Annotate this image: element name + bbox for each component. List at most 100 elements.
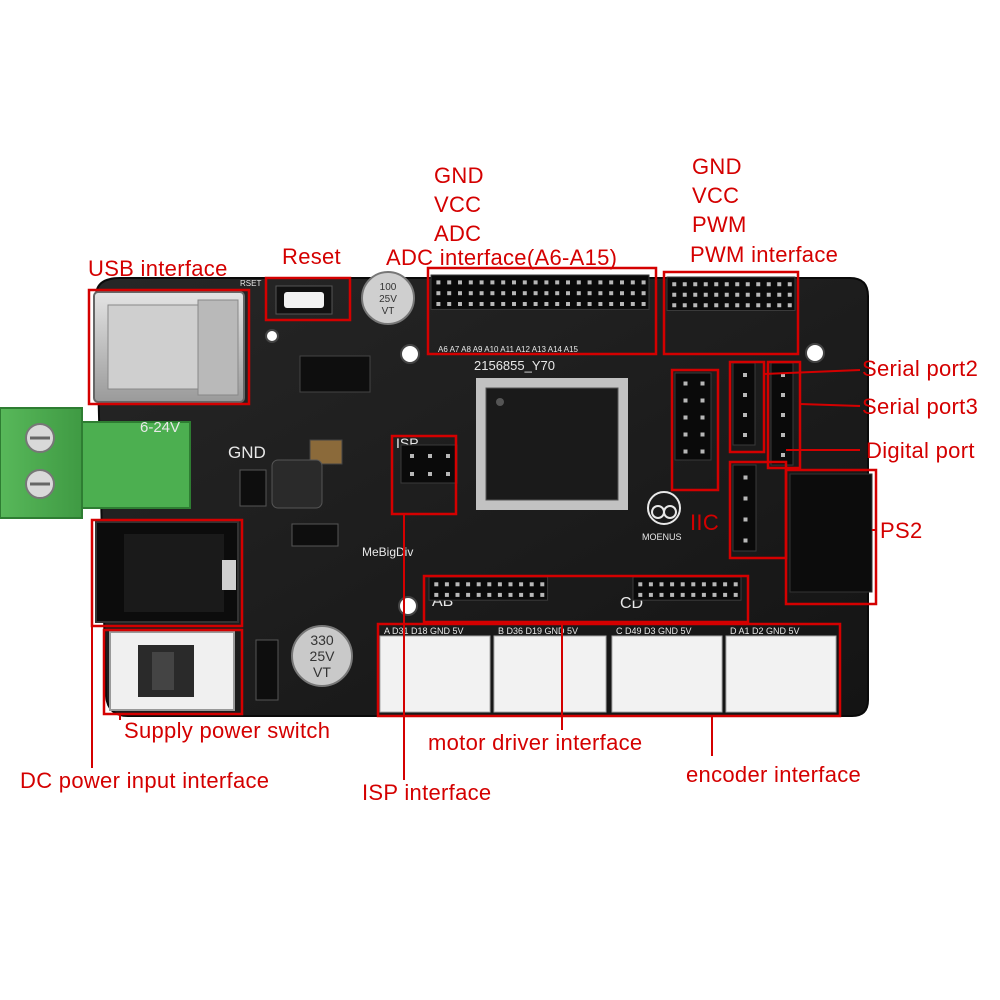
header-pin xyxy=(544,291,549,296)
svg-text:A D31 D18 GND 5V: A D31 D18 GND 5V xyxy=(384,626,464,636)
header-pin xyxy=(648,592,653,597)
label-serial-port2: Serial port2 xyxy=(862,356,979,381)
header-pin xyxy=(682,282,687,287)
reset-button-part xyxy=(275,285,333,315)
header-pin xyxy=(446,472,450,476)
label-dc-power-input: DC power input interface xyxy=(20,768,270,793)
serial-header xyxy=(732,362,756,446)
header-pin xyxy=(444,592,449,597)
header-pin xyxy=(501,302,506,306)
header-pin xyxy=(490,302,495,306)
header-pin xyxy=(598,302,603,306)
usb-box xyxy=(87,288,251,406)
header-pin xyxy=(682,303,687,308)
header-base xyxy=(430,274,650,310)
header-pin xyxy=(447,280,452,285)
header-pin xyxy=(743,393,747,397)
header-pin xyxy=(410,472,414,476)
header-pin xyxy=(512,280,516,285)
mount-hole xyxy=(265,329,279,343)
header-pin xyxy=(777,303,782,308)
header-pin xyxy=(468,302,473,306)
header-pin xyxy=(428,472,432,476)
header-pin xyxy=(479,280,484,285)
header-pin xyxy=(501,291,506,296)
header-pin xyxy=(682,292,687,297)
header-pin xyxy=(777,292,782,297)
header-pin xyxy=(659,592,664,597)
header-pin xyxy=(479,302,484,306)
header-pin xyxy=(410,454,414,458)
serial2-leader xyxy=(763,369,861,375)
label-adc-interface: ADC interface(A6-A15) xyxy=(386,245,618,270)
header-pin xyxy=(620,280,624,285)
header-pin xyxy=(693,282,698,287)
header-pin xyxy=(479,291,484,296)
header-pin xyxy=(434,592,439,597)
mount-hole xyxy=(805,343,825,363)
header-pin xyxy=(497,582,502,587)
header-pin xyxy=(529,582,534,587)
ps2-box xyxy=(784,468,878,606)
adc-header xyxy=(430,274,650,310)
header-pin xyxy=(743,496,748,501)
header-pin xyxy=(508,592,513,597)
header-pin xyxy=(458,280,462,285)
pwm-header xyxy=(666,276,796,311)
svg-text:GND: GND xyxy=(228,443,266,462)
header-pin xyxy=(745,282,750,287)
svg-text:A6 A7 A8 A9 A10 A11 A12 A1: A6 A7 A8 A9 A10 A11 A12 A13 A14 A15 xyxy=(438,345,579,354)
header-pin xyxy=(566,302,570,306)
label-reset: Reset xyxy=(282,244,341,269)
inductor xyxy=(271,459,323,509)
svg-text:RSET: RSET xyxy=(240,279,261,288)
header-pin xyxy=(519,582,524,587)
header-pin xyxy=(512,291,516,296)
header-pin xyxy=(700,381,705,386)
header-pin xyxy=(756,282,761,287)
header-pin xyxy=(641,291,646,296)
header-pin xyxy=(587,291,592,296)
label-isp-interface: ISP interface xyxy=(362,780,492,805)
header-pin xyxy=(576,302,581,306)
svg-text:6-24V: 6-24V xyxy=(140,419,180,436)
header-pin xyxy=(691,592,696,597)
header-base xyxy=(674,372,712,461)
header-pin xyxy=(529,592,534,597)
header-pin xyxy=(455,592,460,597)
header-pin xyxy=(733,592,738,597)
digital-header xyxy=(770,362,794,466)
isp-box xyxy=(390,434,458,516)
svg-text:100: 100 xyxy=(380,282,397,293)
label-pwm-interface: PWM interface xyxy=(690,242,839,267)
label-pwm-pwm: PWM xyxy=(692,212,747,237)
pwm-box xyxy=(662,270,800,356)
header-pin xyxy=(672,292,677,297)
label-ps2: PS2 xyxy=(880,518,923,543)
header-pin xyxy=(476,582,481,587)
ic-small xyxy=(299,355,371,393)
header-pin xyxy=(743,538,748,543)
header-pin xyxy=(544,280,549,285)
header-pin xyxy=(781,373,785,377)
header-pin xyxy=(683,381,688,386)
svg-text:25V: 25V xyxy=(379,294,397,305)
header-pin xyxy=(522,302,527,306)
header-pin xyxy=(701,592,706,597)
header-pin xyxy=(576,280,581,285)
header-pin xyxy=(533,291,538,296)
serial3-leader xyxy=(799,403,861,407)
svg-text:MOENUS: MOENUS xyxy=(642,532,682,542)
header-pin xyxy=(714,282,719,287)
header-pin xyxy=(777,282,782,287)
header-pin xyxy=(723,582,728,587)
header-pin xyxy=(476,592,481,597)
label-usb-interface: USB interface xyxy=(88,256,228,281)
capacitor-top: 100 25V VT xyxy=(361,271,415,325)
ic-small xyxy=(291,523,339,547)
header-pin xyxy=(522,291,527,296)
serial2-box xyxy=(728,360,766,454)
header-pin xyxy=(436,291,441,296)
label-adc-vcc: VCC xyxy=(434,192,482,217)
header-pin xyxy=(672,282,677,287)
